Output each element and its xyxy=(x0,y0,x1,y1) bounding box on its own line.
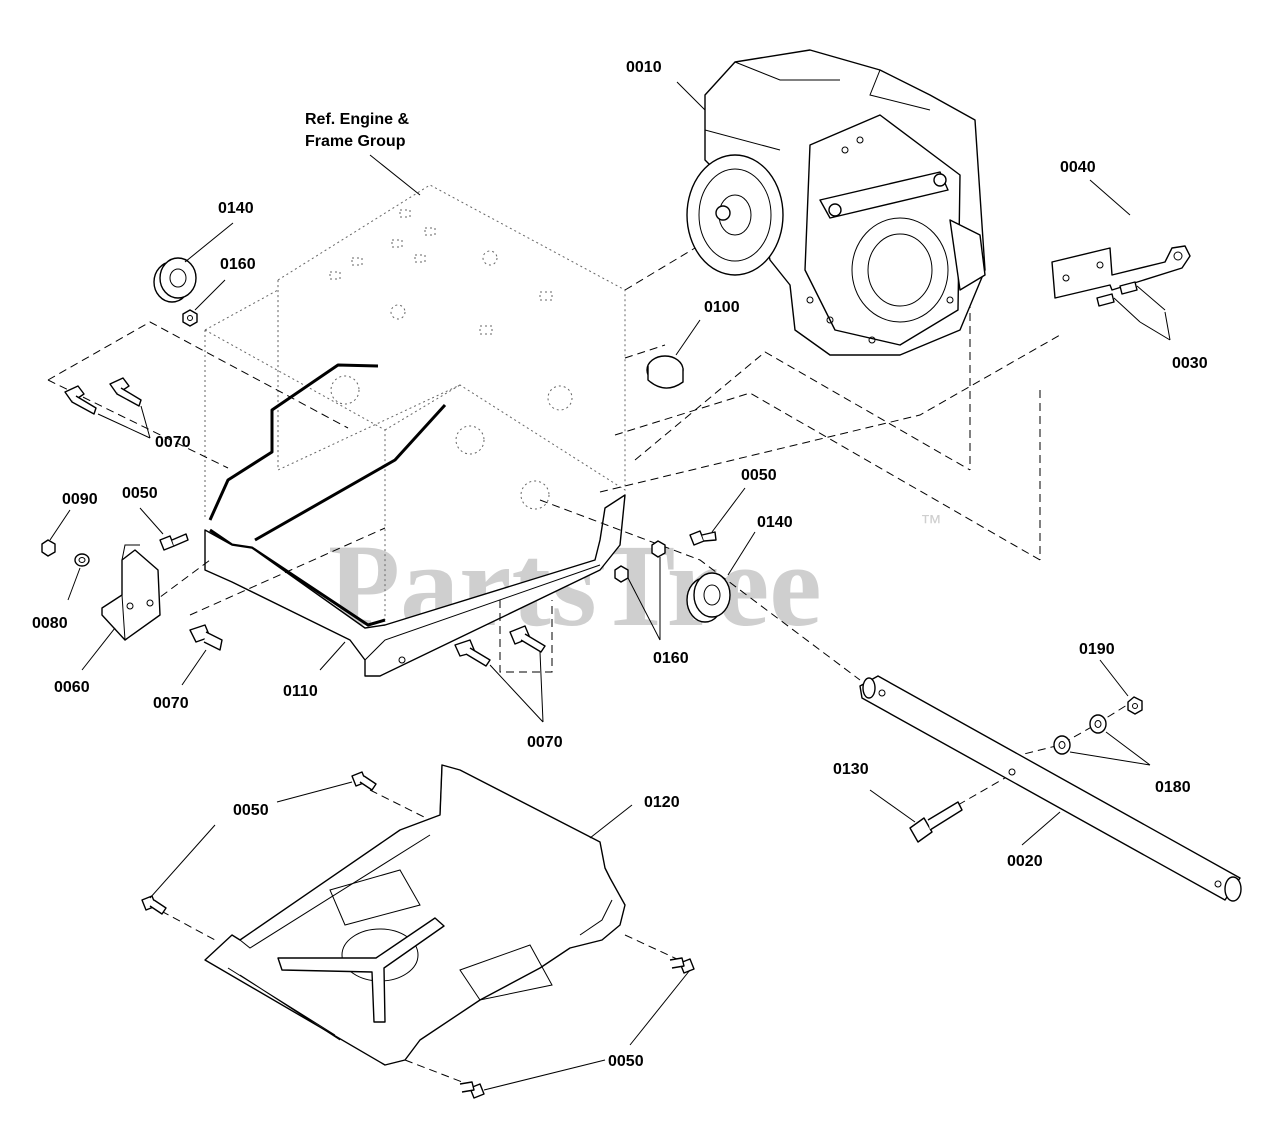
trademark-symbol: ™ xyxy=(920,510,942,535)
bearing-0140-lower xyxy=(686,572,731,623)
callout-0180: 0180 xyxy=(1155,779,1191,796)
hardware-bolts xyxy=(41,309,717,667)
callout-0190: 0190 xyxy=(1079,641,1115,658)
callout-0050: 0050 xyxy=(741,467,777,484)
callout-0050: 0050 xyxy=(122,485,158,502)
callout-0060: 0060 xyxy=(54,679,90,696)
callout-0120: 0120 xyxy=(644,794,680,811)
callout-0130: 0130 xyxy=(833,761,869,778)
reference-note: Ref. Engine & Frame Group xyxy=(305,111,409,150)
callout-0110: 0110 xyxy=(283,683,318,700)
callout-0080: 0080 xyxy=(32,615,68,632)
callout-0020: 0020 xyxy=(1007,853,1043,870)
callout-0070: 0070 xyxy=(527,734,563,751)
callout-0030: 0030 xyxy=(1172,355,1208,372)
callout-labels: 0010 0040 0030 0140 0160 0100 0070 0050 … xyxy=(32,59,1208,1070)
nut-0190 xyxy=(1127,696,1143,715)
callout-0100: 0100 xyxy=(704,299,740,316)
callout-0070: 0070 xyxy=(153,695,189,712)
callout-0140: 0140 xyxy=(218,200,254,217)
callout-0090: 0090 xyxy=(62,491,98,508)
callout-0050: 0050 xyxy=(608,1053,644,1070)
pins-0030 xyxy=(1096,281,1166,323)
bearing-0140-upper xyxy=(153,257,197,303)
frame-bottom-panel xyxy=(204,494,626,677)
engine-assembly xyxy=(686,49,986,356)
washers-0180 xyxy=(1053,714,1107,755)
callout-0040: 0040 xyxy=(1060,159,1096,176)
reference-note-line-1: Ref. Engine & xyxy=(305,111,409,128)
cover-bolts xyxy=(141,771,695,1099)
reference-frame xyxy=(204,184,626,620)
bottom-cover-0120 xyxy=(204,764,626,1066)
callout-0160: 0160 xyxy=(653,650,689,667)
callout-0140: 0140 xyxy=(757,514,793,531)
mounting-plate-0040 xyxy=(1051,245,1191,299)
reference-note-line-2: Frame Group xyxy=(305,133,406,150)
callout-0070: 0070 xyxy=(155,434,191,451)
callout-0010: 0010 xyxy=(626,59,662,76)
axle-shaft-0020 xyxy=(859,675,1242,902)
leader-lines xyxy=(49,81,1171,1091)
bolt-0130 xyxy=(909,801,963,843)
callout-0160: 0160 xyxy=(220,256,256,273)
callout-0050: 0050 xyxy=(233,802,269,819)
plug-0100 xyxy=(646,355,684,389)
